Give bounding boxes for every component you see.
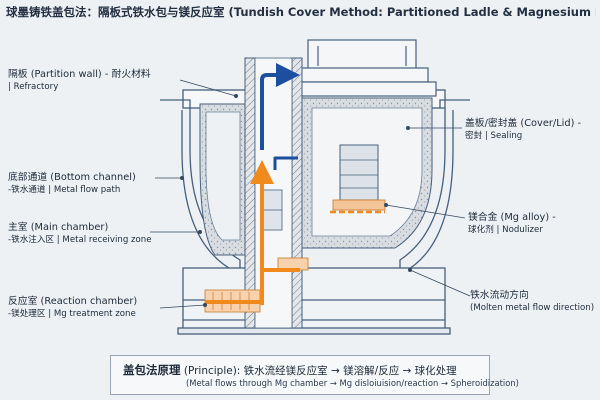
bottom-channel-label-primary: 底部通道 (Bottom channel) — [8, 172, 136, 183]
label-mg-alloy: 镁合金 (Mg alloy) - 球化剂 | Nodulizer — [468, 212, 556, 236]
mg-alloy-label-primary: 镁合金 (Mg alloy) - — [468, 212, 556, 223]
label-reaction-chamber: 反应室 (Reaction chamber) -镁处理区 | Mg treatm… — [8, 296, 137, 320]
mg-alloy-block — [332, 144, 386, 211]
mg-alloy-label-secondary: 球化剂 | Nodulizer — [468, 225, 543, 235]
flow-direction-label-primary: 铁水流动方向 — [470, 290, 529, 301]
cover-lid — [289, 39, 437, 97]
diagram-title: 球墨铸铁盖包法：隔板式铁水包与镁反应室 (Tundish Cover Metho… — [6, 5, 596, 19]
partition-label-secondary: | Refractory — [8, 82, 59, 92]
bottom-channel-label-secondary: -铁水通道 | Metal flow path — [8, 185, 121, 195]
main-chamber — [199, 103, 246, 256]
reaction-chamber-label-secondary: -镁处理区 | Mg treatment zone — [8, 309, 136, 319]
leader-lines — [150, 79, 471, 309]
cover-label-secondary: 密封 | Sealing — [465, 131, 523, 141]
principle-line-2: (Metal flows through Mg chamber → Mg dis… — [186, 378, 519, 388]
main-chamber-label-secondary: -铁水注入区 | Metal receiving zone — [8, 235, 152, 245]
label-bottom-channel: 底部通道 (Bottom channel) -铁水通道 | Metal flow… — [8, 172, 136, 196]
reaction-chamber-label-primary: 反应室 (Reaction chamber) — [8, 296, 138, 307]
blue-flow-path — [260, 63, 300, 170]
orange-flow-path — [205, 160, 385, 305]
partition-wall — [244, 57, 303, 329]
label-flow-direction: 铁水流动方向 (Molten metal flow direction) — [470, 290, 594, 314]
principle-text: (Principle): 铁水流经镁反应室 → 镁溶解/反应 → 球化处理 — [183, 365, 457, 377]
flow-direction-label-secondary: (Molten metal flow direction) — [470, 303, 595, 313]
partition-label-primary: 隔板 (Partition wall) - 耐火材料 — [8, 69, 151, 80]
principle-box: 盖包法原理 (Principle): 铁水流经镁反应室 → 镁溶解/反应 → 球… — [110, 355, 519, 395]
label-partition-wall: 隔板 (Partition wall) - 耐火材料 | Refractory — [8, 69, 151, 93]
label-cover-lid: 盖板/密封盖 (Cover/Lid) - 密封 | Sealing — [465, 118, 581, 142]
main-chamber-label-primary: 主室 (Main chamber) — [8, 222, 109, 233]
principle-line-1: 盖包法原理 (Principle): 铁水流经镁反应室 → 镁溶解/反应 → 球… — [123, 362, 457, 378]
label-main-chamber: 主室 (Main chamber) -铁水注入区 | Metal receivi… — [8, 222, 152, 246]
cover-label-primary: 盖板/密封盖 (Cover/Lid) - — [465, 118, 582, 129]
principle-heading: 盖包法原理 — [123, 363, 181, 377]
